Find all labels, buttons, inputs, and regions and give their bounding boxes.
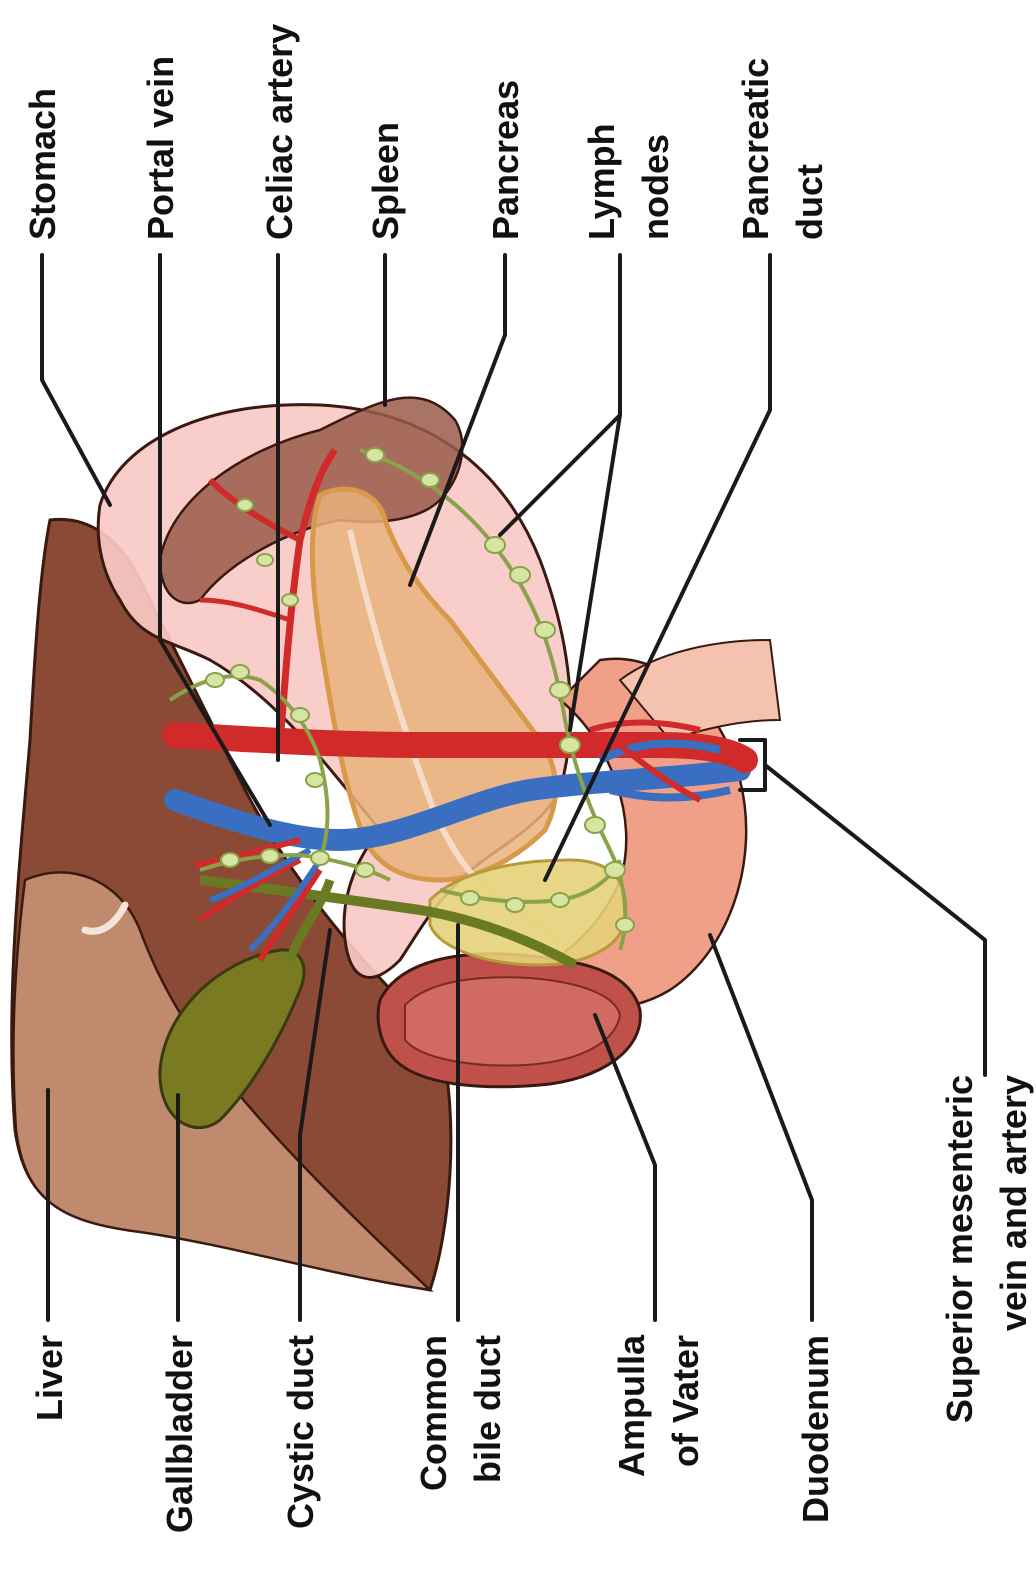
lymph-node (506, 898, 524, 912)
lymph-node (366, 448, 384, 462)
lymph-node (206, 673, 224, 687)
label-pancreatic-duct-line2: duct (789, 164, 830, 240)
label-ampulla-line2: of Vater (665, 1335, 706, 1467)
label-duodenum: Duodenum (795, 1335, 836, 1523)
lymph-node (510, 567, 530, 583)
label-lymph-nodes-line1: Lymph (581, 123, 622, 240)
label-common-bile-duct-line1: Common (413, 1335, 454, 1491)
lymph-node (605, 862, 625, 878)
top-labels: Stomach Portal vein Celiac artery Spleen… (22, 24, 830, 240)
label-pancreatic-duct-line1: Pancreatic (735, 58, 776, 240)
lymph-node (550, 682, 570, 698)
label-stomach: Stomach (22, 88, 63, 240)
label-sma-line1: Superior mesenteric (939, 1075, 980, 1423)
lymph-node (535, 622, 555, 638)
label-spleen: Spleen (365, 122, 406, 240)
lymph-node (306, 773, 324, 787)
label-liver: Liver (29, 1335, 70, 1421)
lymph-node (237, 499, 253, 511)
lymph-node (221, 853, 239, 867)
lymph-node (291, 708, 309, 722)
lymph-node (356, 863, 374, 877)
lymph-node (282, 594, 298, 606)
lymph-node (551, 893, 569, 907)
label-portal-vein: Portal vein (140, 56, 181, 240)
lymph-node (616, 918, 634, 932)
label-lymph-nodes-line2: nodes (635, 134, 676, 240)
label-sma-line2: vein and artery (993, 1075, 1034, 1331)
leader-stomach (42, 255, 110, 505)
lymph-node (257, 554, 273, 566)
lymph-node (421, 473, 439, 487)
label-pancreas: Pancreas (485, 80, 526, 240)
label-ampulla-line1: Ampulla (611, 1334, 652, 1477)
illustration (12, 398, 780, 1290)
label-common-bile-duct-line2: bile duct (467, 1335, 508, 1483)
lymph-node (560, 737, 580, 753)
label-gallbladder: Gallbladder (159, 1335, 200, 1533)
lymph-node (231, 665, 249, 679)
lymph-node (261, 849, 279, 863)
leader-sma (740, 740, 985, 1075)
label-celiac-artery: Celiac artery (259, 24, 300, 240)
lymph-node (585, 817, 605, 833)
lymph-node (461, 891, 479, 905)
leader-duodenum (710, 935, 812, 1320)
lymph-node (485, 537, 505, 553)
lymph-node (311, 851, 329, 865)
label-cystic-duct: Cystic duct (280, 1335, 321, 1529)
